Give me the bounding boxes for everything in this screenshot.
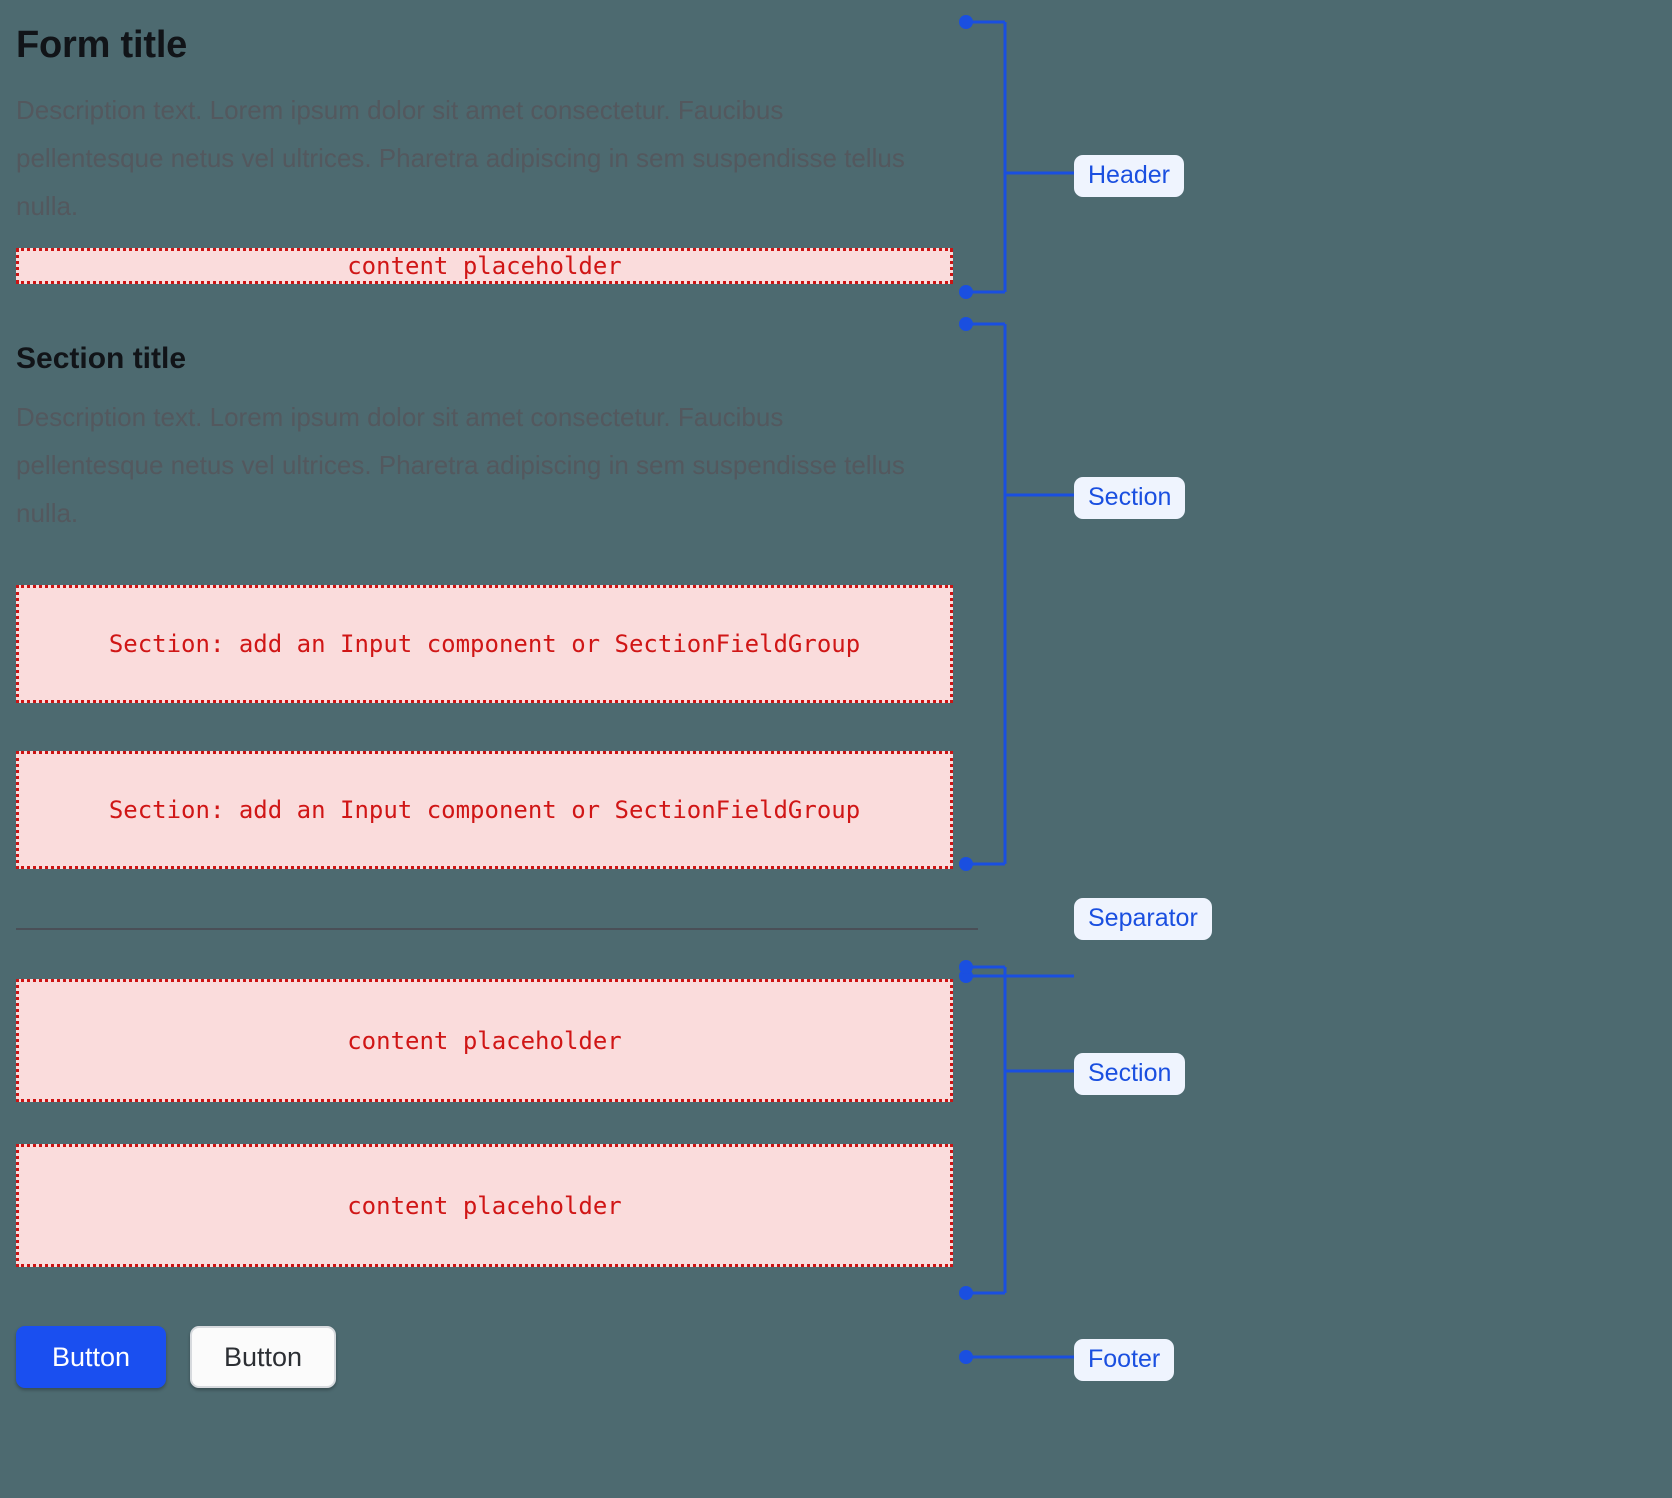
form-section-two: content placeholder content placeholder: [16, 979, 1016, 1267]
form-header: Form title Description text. Lorem ipsum…: [16, 22, 1016, 284]
secondary-button[interactable]: Button: [190, 1326, 336, 1388]
section-title: Section title: [16, 341, 187, 375]
section-field-placeholder-2-label: Section: add an Input component or Secti…: [108, 796, 861, 824]
form-footer: Button Button: [16, 1326, 1016, 1388]
section-description: Description text. Lorem ipsum dolor sit …: [16, 402, 905, 528]
section-two-placeholder-1-label: content placeholder: [347, 1026, 622, 1055]
section-field-placeholder-2[interactable]: Section: add an Input component or Secti…: [16, 751, 953, 869]
annotation-pill-footer-4[interactable]: Footer: [1074, 1339, 1175, 1381]
header-content-placeholder[interactable]: content placeholder: [16, 247, 953, 284]
section-field-placeholder-1-label: Section: add an Input component or Secti…: [108, 630, 861, 658]
form-section-one: Section title Description text. Lorem ip…: [16, 340, 1016, 869]
header-placeholder-label: content placeholder: [347, 251, 622, 280]
annotation-pill-section-1[interactable]: Section: [1074, 477, 1186, 519]
page-title: Form title: [16, 24, 188, 66]
section-two-placeholder-2-label: content placeholder: [347, 1191, 622, 1220]
section-two-content-placeholder-2[interactable]: content placeholder: [16, 1144, 953, 1267]
annotation-pill-separator-2[interactable]: Separator: [1074, 898, 1212, 940]
form-description: Description text. Lorem ipsum dolor sit …: [16, 94, 905, 221]
annotation-pill-section-3[interactable]: Section: [1074, 1053, 1186, 1095]
section-field-placeholder-1[interactable]: Section: add an Input component or Secti…: [16, 585, 953, 703]
primary-button[interactable]: Button: [16, 1326, 166, 1388]
annotation-pill-header-0[interactable]: Header: [1074, 155, 1184, 197]
section-two-content-placeholder-1[interactable]: content placeholder: [16, 979, 953, 1102]
separator: [16, 928, 978, 930]
form-column: Form title Description text. Lorem ipsum…: [16, 0, 1016, 1388]
